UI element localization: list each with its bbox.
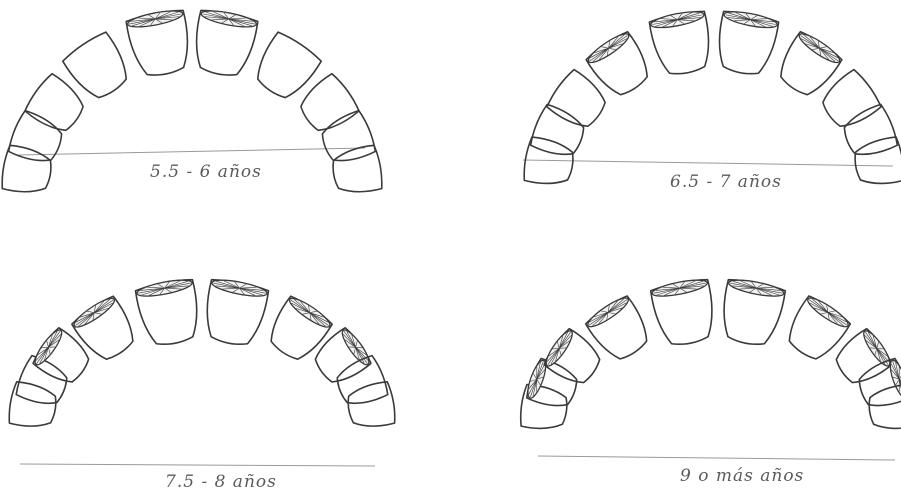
tooth-lateral-left (584, 29, 656, 102)
incisal-edge-icon (136, 277, 193, 299)
baseline (18, 148, 365, 155)
tooth-premolar-right (317, 109, 378, 168)
tooth-molar-right (852, 136, 901, 188)
dental-arch-3 (0, 248, 450, 496)
tooth-canine-left (23, 72, 90, 139)
dental-arch-1 (0, 0, 450, 248)
incisal-edge-icon (805, 294, 852, 331)
tooth-canine-left (545, 68, 612, 135)
tooth-molar-left (0, 145, 54, 197)
dental-arch-4 (450, 248, 901, 496)
age-label-1: 5.5 - 6 años (150, 162, 262, 182)
tooth-premolar-right (839, 103, 900, 162)
baseline (523, 160, 893, 166)
incisal-edge-icon (860, 328, 894, 369)
incisal-edge-icon (796, 30, 843, 67)
tooth-premolar-left (6, 109, 67, 168)
baseline (20, 464, 375, 466)
tooth-central-left (135, 277, 204, 349)
incisal-edge-icon (585, 294, 632, 331)
baseline (538, 456, 895, 460)
tooth-canine-left (30, 326, 95, 390)
incisal-edge-icon (728, 277, 785, 299)
tooth-central-left (650, 277, 719, 349)
age-label-2: 6.5 - 7 años (670, 172, 782, 192)
tooth-lateral-right (248, 30, 323, 105)
tooth-central-left (125, 7, 194, 79)
incisal-edge-icon (651, 277, 708, 299)
arch-panel-1: 5.5 - 6 años (0, 0, 450, 248)
incisal-edge-icon (524, 358, 549, 400)
incisal-edge-icon (542, 328, 576, 369)
tooth-lateral-right (772, 29, 844, 102)
tooth-lateral-right (780, 293, 852, 366)
tooth-lateral-left (70, 294, 142, 367)
tooth-central-left (649, 8, 716, 78)
arch-panel-2: 6.5 - 7 años (450, 0, 901, 248)
incisal-edge-icon (211, 277, 268, 299)
tooth-canine-right (830, 327, 895, 391)
age-label-3: 7.5 - 8 años (165, 472, 277, 492)
tooth-premolar-right (855, 357, 901, 413)
incisal-edge-icon (71, 294, 118, 331)
tooth-premolar-left (528, 103, 589, 162)
arch-panel-3: 7.5 - 8 años (0, 248, 450, 496)
tooth-canine-right (816, 68, 883, 135)
incisal-edge-icon (585, 30, 632, 67)
tooth-lateral-left (584, 293, 656, 366)
incisal-edge-icon (723, 9, 778, 31)
incisal-edge-icon (286, 294, 333, 331)
dental-arch-2 (450, 0, 901, 248)
tooth-lateral-left (61, 30, 136, 105)
tooth-molar-left (7, 381, 59, 431)
tooth-lateral-right (262, 294, 334, 367)
tooth-molar-left (522, 136, 576, 188)
tooth-central-right (200, 277, 269, 349)
tooth-molar-right (330, 145, 384, 197)
incisal-edge-icon (200, 8, 257, 30)
tooth-premolar-left (524, 357, 582, 413)
incisal-edge-icon (650, 9, 705, 31)
tooth-central-right (713, 8, 780, 78)
age-label-4: 9 o más años (680, 466, 804, 486)
tooth-central-right (189, 7, 258, 79)
tooth-molar-left (519, 384, 570, 433)
incisal-edge-icon (127, 8, 184, 30)
tooth-molar-right (867, 384, 901, 433)
tooth-central-right (717, 277, 786, 349)
arch-panel-4: 9 o más años (450, 248, 901, 496)
tooth-molar-right (345, 381, 397, 431)
tooth-canine-left (542, 327, 607, 391)
